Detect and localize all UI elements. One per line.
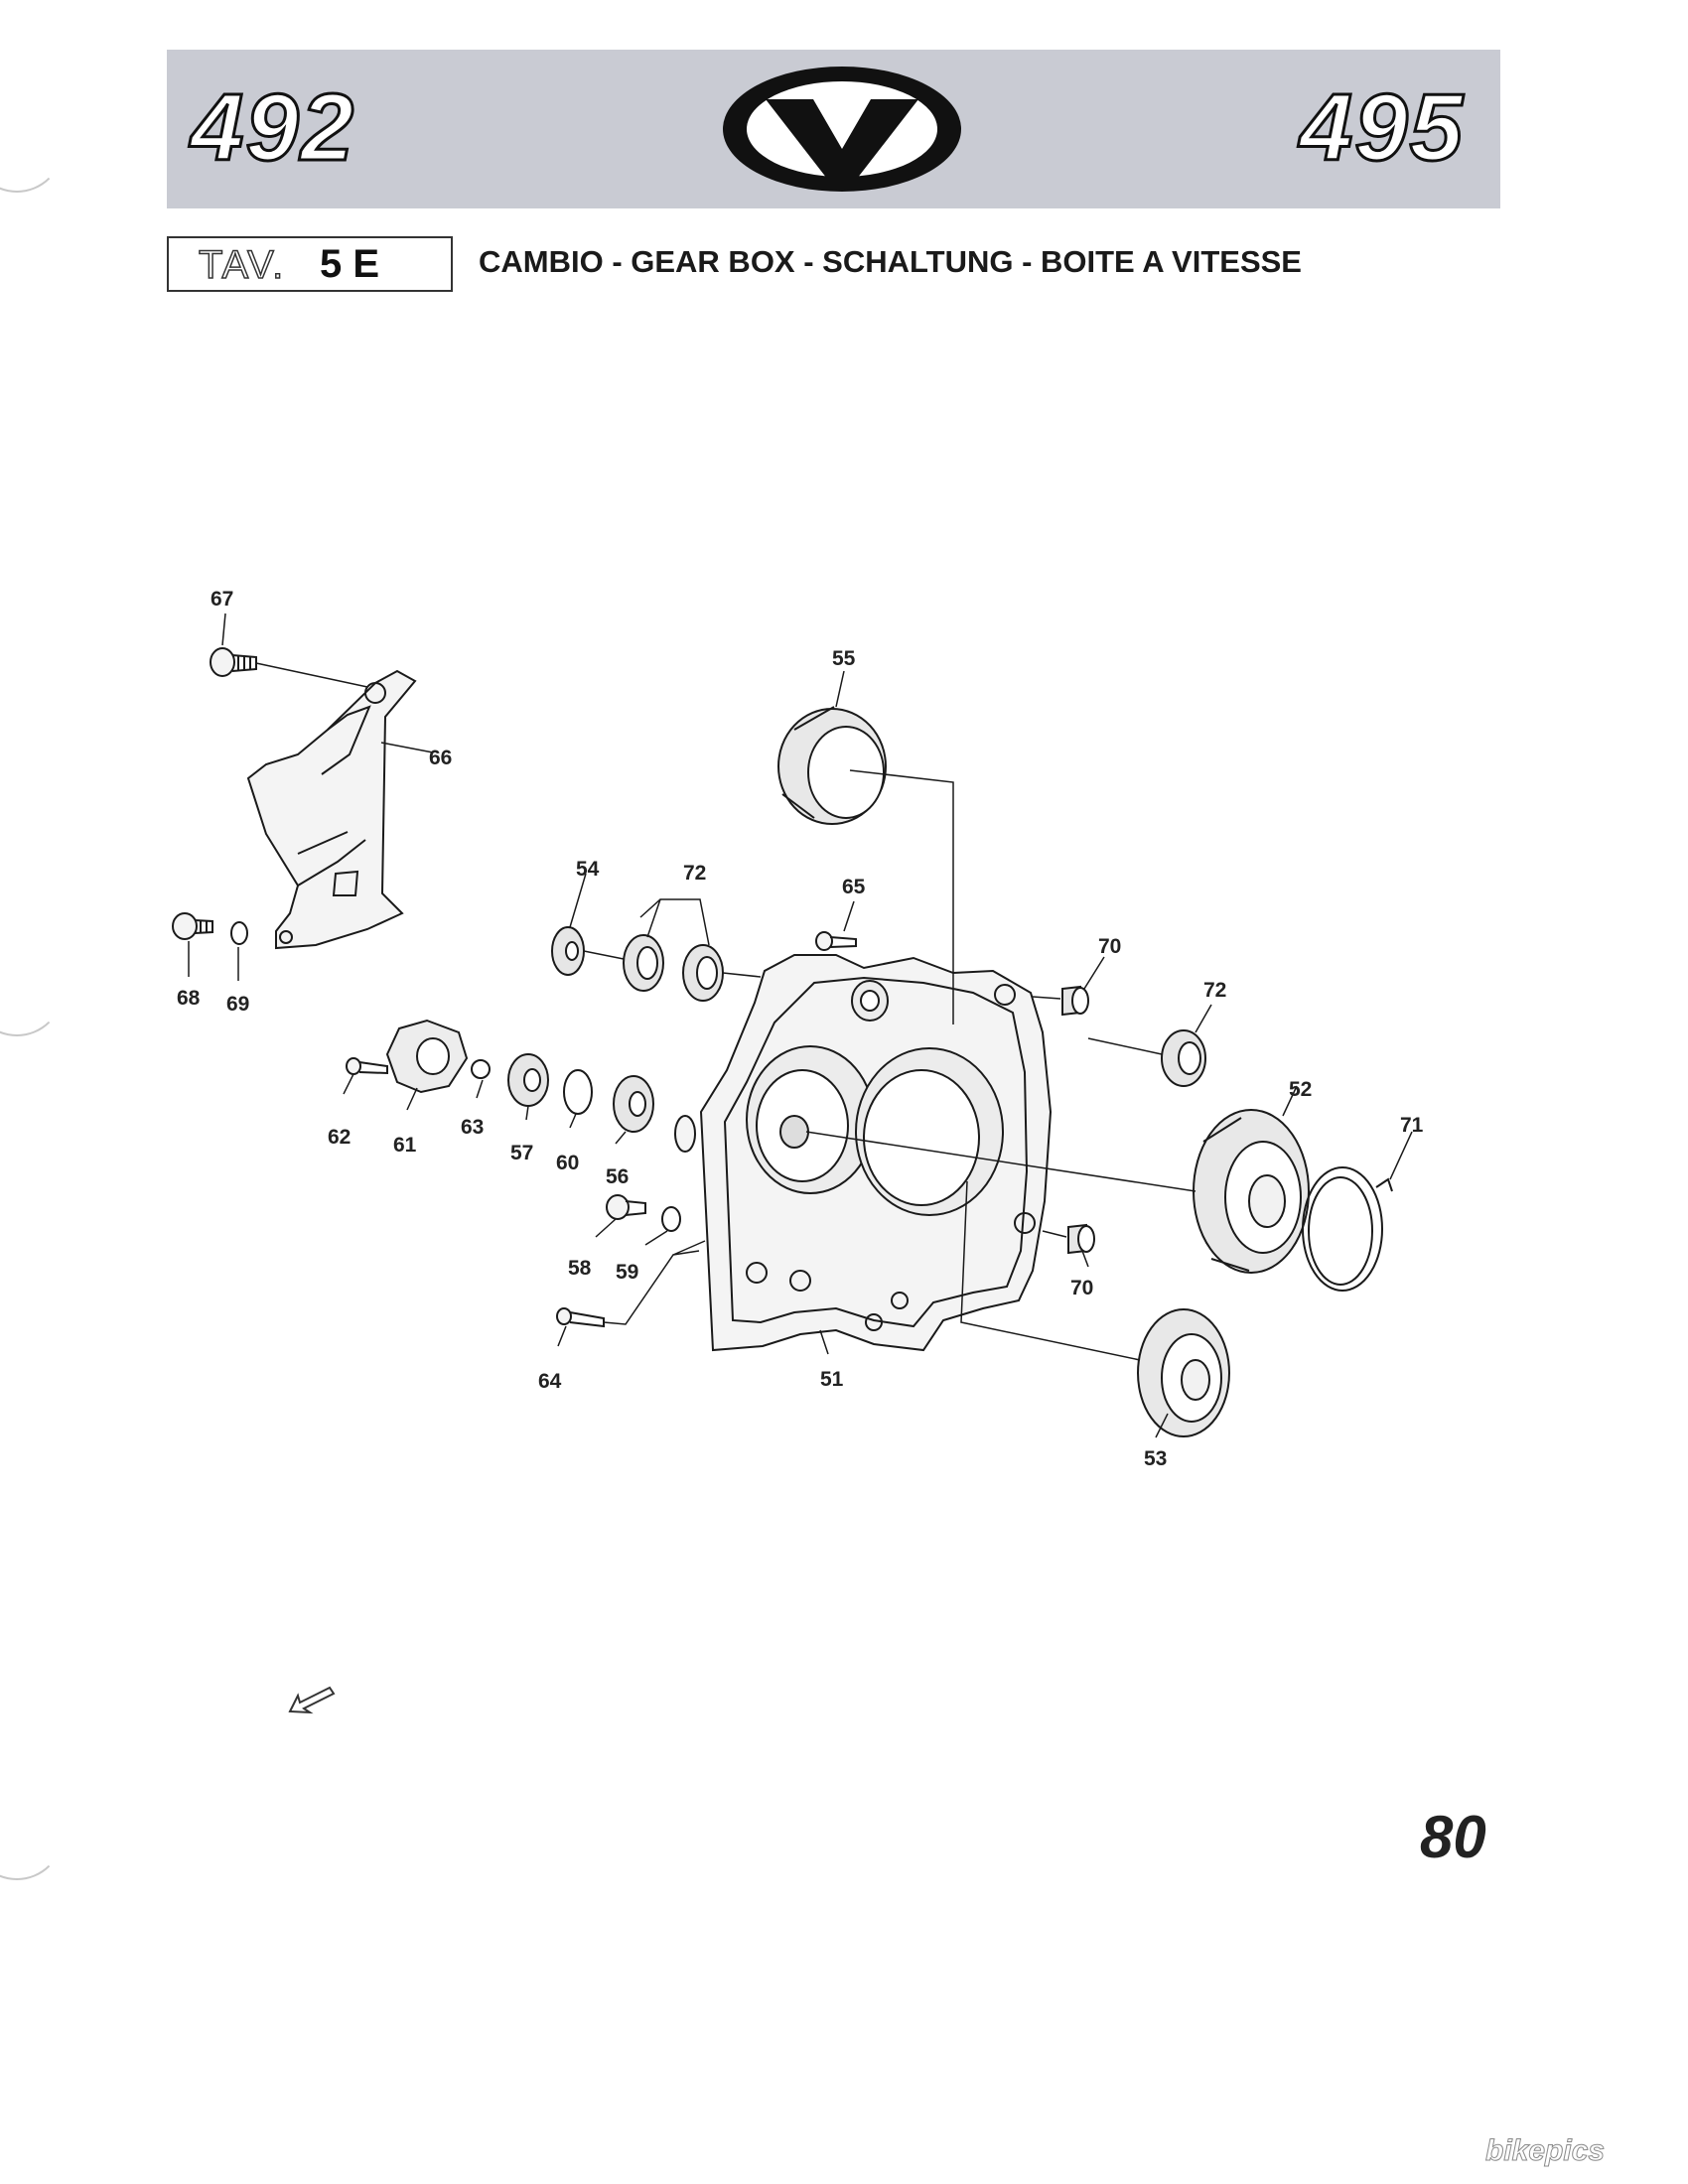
callout-label: 67 [211,588,233,611]
washer-59-part [661,1206,681,1232]
screw-62-part [346,1057,388,1075]
v-logo-icon [723,67,961,192]
oil-seal-55-part [777,706,887,825]
callout-label: 62 [328,1126,351,1149]
callout-label: 51 [820,1368,844,1391]
guard-66-part [246,669,417,950]
arrow-down-left-icon [288,1686,336,1714]
gearbox-cover-51-part [674,954,1053,1352]
screw-67-part [210,647,257,677]
dowel-70-part [1061,985,1089,1017]
bearing-52-part [1193,1109,1310,1274]
plate-label: TAV. [198,242,286,288]
callout-label: 60 [556,1152,579,1174]
callout-label: 57 [510,1142,533,1164]
callout-label: 59 [616,1261,638,1284]
bushing-72-part [682,944,724,1002]
page-title: CAMBIO - GEAR BOX - SCHALTUNG - BOITE A … [479,244,1302,279]
callout-label: 70 [1098,935,1121,958]
callout-label: 72 [1203,979,1226,1002]
callout-label: 64 [538,1370,562,1393]
watermark-logo: bikepics [1484,2134,1606,2168]
callout-label: 53 [1144,1447,1167,1470]
callout-label: 52 [1289,1078,1312,1101]
circlip-71-part [1302,1166,1393,1292]
plug-58-part [606,1194,646,1220]
callout-label: 70 [1070,1277,1093,1299]
washer-69-part [230,921,248,945]
ball-63-part [471,1059,491,1079]
bushing-72-part [623,934,664,992]
callout-label: 55 [832,647,856,670]
plate-number: 5 E [320,242,380,286]
screw-68-part [172,912,213,940]
callout-label: 71 [1400,1114,1424,1137]
callout-label: 61 [393,1134,417,1157]
bushing-54-part [551,926,585,976]
screw-65-part [815,931,857,951]
o-ring-60-part [563,1069,593,1115]
header-banner: 492 495 [167,50,1500,208]
plate-61-part [385,1019,469,1094]
model-number-left: 492 [189,73,356,183]
callout-label: 69 [226,993,249,1016]
callout-label: 58 [568,1257,592,1280]
bushing-56-part [613,1075,654,1133]
plate-box: TAV. 5 E [167,236,453,292]
callout-label: 54 [576,858,600,881]
bushing-72-part [1161,1029,1206,1087]
bearing-53-part [1137,1308,1230,1437]
callout-label: 56 [606,1165,629,1188]
callout-label: 66 [429,747,452,769]
bushing-57-part [507,1053,549,1107]
callout-label: 68 [177,987,201,1010]
callout-label: 65 [842,876,866,898]
dowel-70-part [1067,1223,1095,1255]
page-number: 80 [1420,1804,1486,1870]
callout-label: 63 [461,1116,484,1139]
screw-64-part [556,1307,605,1328]
model-number-right: 495 [1298,73,1465,183]
callout-label: 72 [683,862,706,885]
